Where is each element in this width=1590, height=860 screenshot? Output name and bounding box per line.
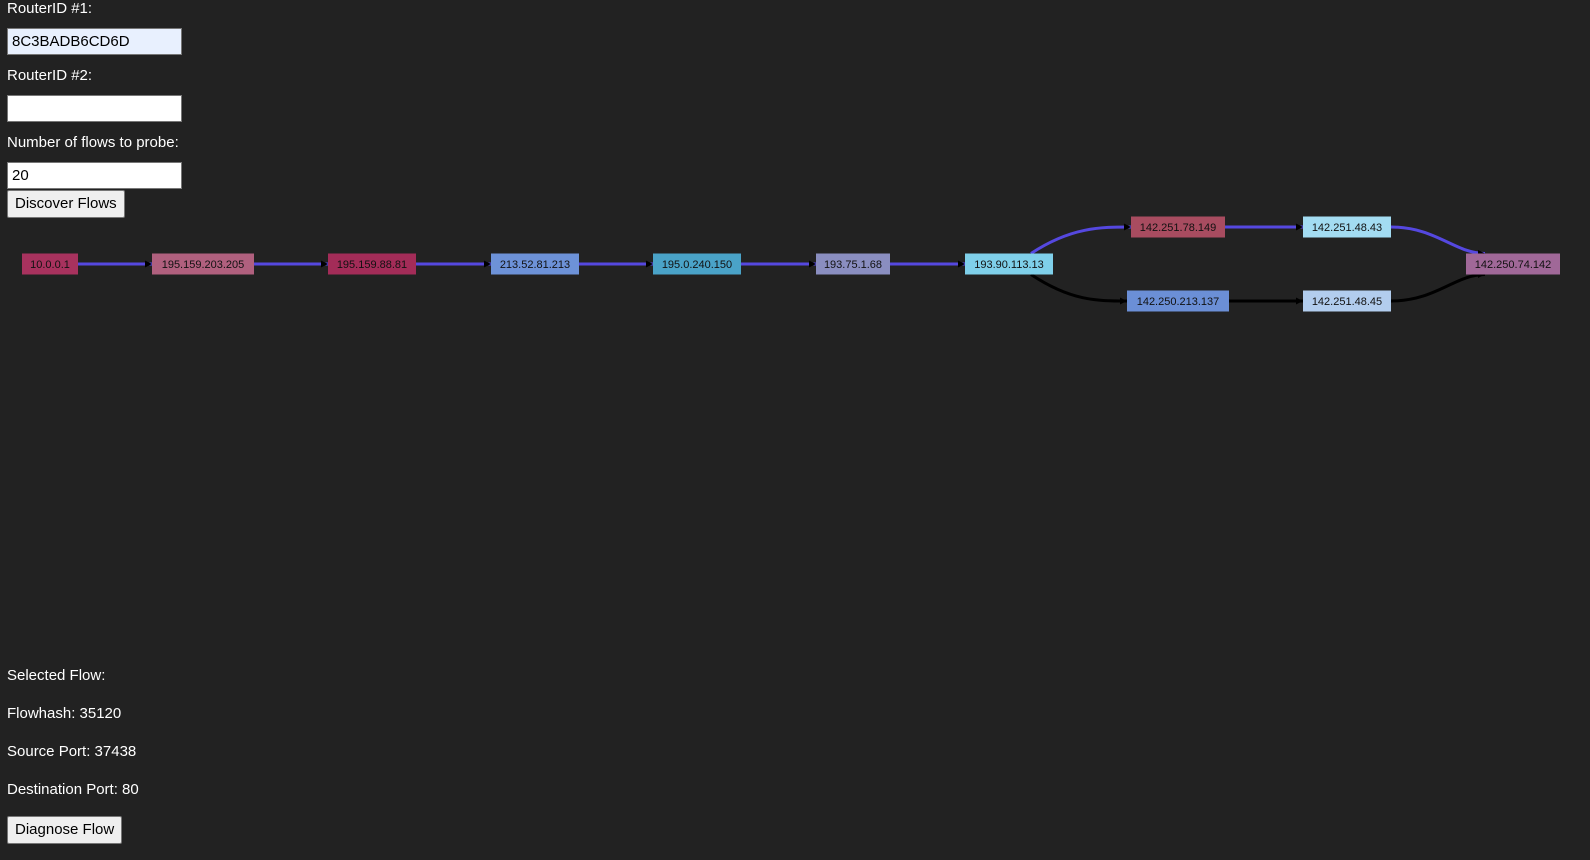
router-node-label: 195.159.88.81: [337, 259, 407, 271]
router-node-label: 142.250.74.142: [1475, 259, 1551, 271]
router-node-4[interactable]: 213.52.81.213: [491, 253, 579, 275]
router-node-5[interactable]: 195.0.240.150: [653, 253, 741, 275]
router-node-10[interactable]: 142.250.213.137: [1127, 290, 1229, 312]
flow-discovery-form: RouterID #1: RouterID #2: Number of flow…: [7, 0, 207, 218]
router-node-label: 213.52.81.213: [500, 259, 570, 271]
router-node-2[interactable]: 195.159.203.205: [152, 253, 254, 275]
router1-input[interactable]: [7, 28, 182, 55]
selected-flow-heading: Selected Flow:: [7, 667, 106, 684]
selected-flow-panel: Selected Flow: Flowhash: 35120 Source Po…: [7, 664, 139, 844]
router-node-box[interactable]: [1127, 290, 1229, 312]
router-node-box[interactable]: [22, 253, 78, 275]
edge-n7-n10[interactable]: [1030, 273, 1128, 305]
router-node-6[interactable]: 193.75.1.68: [816, 253, 890, 275]
router-node-label: 142.251.48.43: [1312, 222, 1382, 234]
flows-count-label: Number of flows to probe:: [7, 134, 179, 151]
router-node-7[interactable]: 193.90.113.13: [965, 253, 1053, 275]
router-node-label: 195.159.203.205: [162, 259, 245, 271]
nodes-layer: 10.0.0.1 195.159.203.205 195.159.88.81 213.…: [22, 216, 1560, 312]
router-node-11[interactable]: 142.251.48.45: [1303, 290, 1391, 312]
router1-label: RouterID #1:: [7, 0, 93, 17]
router-node-label: 10.0.0.1: [30, 259, 70, 271]
router-node-box[interactable]: [1303, 216, 1391, 238]
router-node-box[interactable]: [1131, 216, 1225, 238]
router-node-label: 142.251.48.45: [1312, 296, 1382, 308]
router-node-box[interactable]: [1466, 253, 1560, 275]
destination-port-text: Destination Port: 80: [7, 781, 139, 798]
flowhash-text: Flowhash: 35120: [7, 705, 122, 722]
router-node-label: 195.0.240.150: [662, 259, 732, 271]
router-node-box[interactable]: [1303, 290, 1391, 312]
router-node-box[interactable]: [152, 253, 254, 275]
router-node-label: 193.75.1.68: [824, 259, 882, 271]
router-node-8[interactable]: 142.251.78.149: [1131, 216, 1225, 238]
router-node-12[interactable]: 142.250.74.142: [1466, 253, 1560, 275]
flows-count-input[interactable]: [7, 162, 182, 189]
router-node-9[interactable]: 142.251.48.43: [1303, 216, 1391, 238]
router-node-1[interactable]: 10.0.0.1: [22, 253, 78, 275]
edge-n7-n8[interactable]: [1030, 223, 1132, 255]
discover-flows-button[interactable]: Discover Flows: [7, 190, 125, 218]
diagnose-flow-button[interactable]: Diagnose Flow: [7, 816, 123, 844]
edges-layer: [78, 223, 1486, 305]
router-node-box[interactable]: [653, 253, 741, 275]
router-node-box[interactable]: [328, 253, 416, 275]
source-port-text: Source Port: 37438: [7, 743, 137, 760]
router-node-label: 142.251.78.149: [1140, 222, 1216, 234]
router2-label: RouterID #2:: [7, 67, 93, 84]
flow-graph: 10.0.0.1 195.159.203.205 195.159.88.81 213.…: [22, 216, 1560, 312]
router-node-label: 142.250.213.137: [1137, 296, 1220, 308]
router-node-label: 193.90.113.13: [974, 259, 1044, 271]
router-node-3[interactable]: 195.159.88.81: [328, 253, 416, 275]
router2-input[interactable]: [7, 95, 182, 122]
router-node-box[interactable]: [491, 253, 579, 275]
edge-n9-n12[interactable]: [1390, 225, 1486, 257]
router-node-box[interactable]: [816, 253, 890, 275]
edge-n11-n12[interactable]: [1390, 271, 1486, 303]
router-node-box[interactable]: [965, 253, 1053, 275]
